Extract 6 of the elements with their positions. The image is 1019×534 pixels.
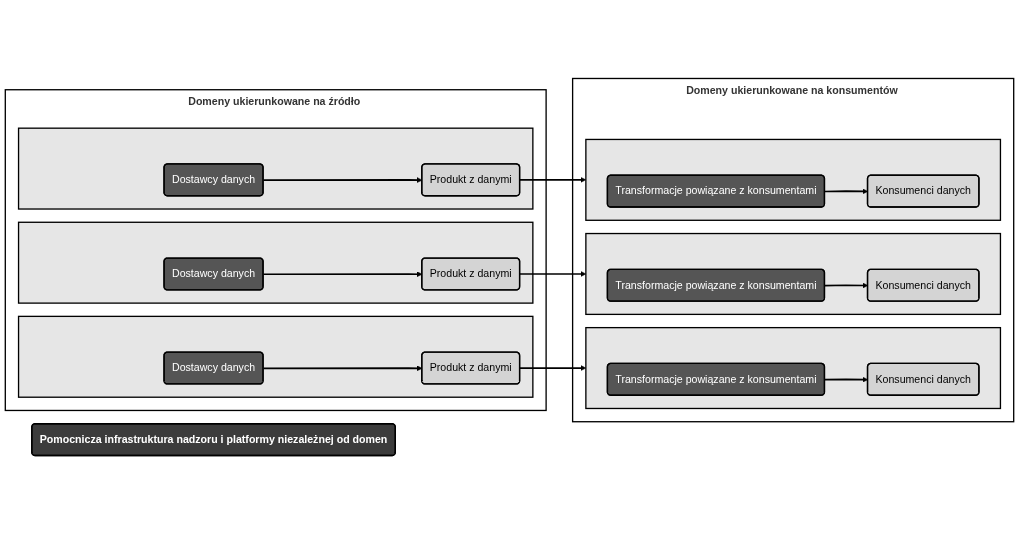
cluster bbox=[585, 138, 1002, 221]
cluster bbox=[17, 221, 534, 304]
cluster bbox=[585, 232, 1002, 316]
cluster bbox=[585, 326, 1002, 410]
cluster bbox=[17, 127, 534, 210]
cluster bbox=[17, 315, 534, 398]
